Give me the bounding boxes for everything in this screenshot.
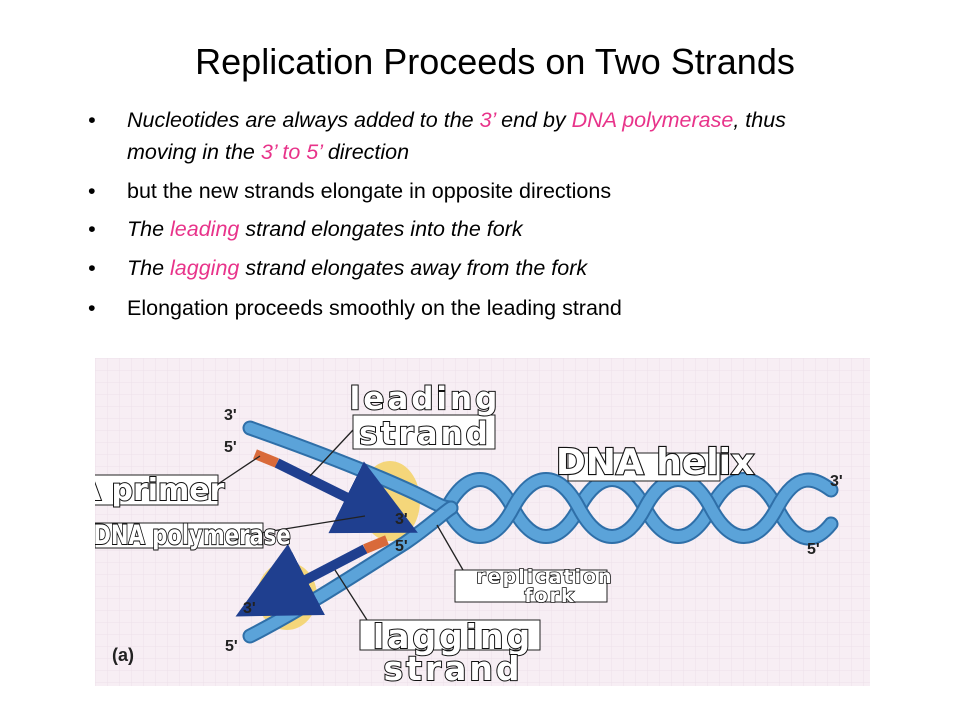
bullet-text: The <box>127 217 171 241</box>
label-strand: strand <box>359 416 491 452</box>
end-label-3prime: 3' <box>243 600 256 617</box>
end-label-5prime: 5' <box>395 538 408 555</box>
bullet-text: direction <box>321 140 410 164</box>
bullet-highlight: leading <box>170 217 240 241</box>
strand-end-labels: 3' 5' 3' 5' 3' 5' 3' 5' (a) <box>112 407 843 665</box>
end-label-3prime: 3' <box>830 473 843 490</box>
callout-replication-fork: replication fork <box>454 565 613 608</box>
callout-leading-strand: leading strand <box>349 380 501 453</box>
lagging-new-strand <box>235 544 368 617</box>
label-fork: fork <box>524 585 575 607</box>
callout-lagging-strand: lagging strand <box>359 616 541 686</box>
bullet-list: Nucleotides are always added to the 3’ e… <box>88 104 848 324</box>
bullet-text: strand elongates away from the fork <box>239 256 588 280</box>
label-dna-helix: DNA helix <box>556 442 754 483</box>
bullet-text: The <box>127 256 171 280</box>
callout-box <box>454 569 608 603</box>
bullet-highlight: 3’ <box>479 108 496 132</box>
label-dna-polymerase: DNA polymerase <box>95 520 291 551</box>
bullet-text: , thus moving in the <box>127 108 786 164</box>
label-lagging: lagging <box>373 617 533 656</box>
bullet-text: strand elongates into the fork <box>239 217 523 241</box>
helix-strand-b <box>441 474 837 542</box>
label-pointers <box>214 429 464 621</box>
callout-box <box>95 474 219 506</box>
panel-label: (a) <box>112 645 134 665</box>
label-strand: strand <box>383 649 522 686</box>
rna-primer-leading <box>253 449 279 468</box>
end-label-5prime: 5' <box>225 638 238 655</box>
callout-box <box>567 452 721 482</box>
end-label-5prime: 5' <box>807 541 820 558</box>
bullet-highlight: DNA polymerase <box>571 108 734 132</box>
dna-helix <box>439 472 839 546</box>
pointer-lagging <box>334 569 368 621</box>
callout-rna-primer: RNA primer <box>95 472 226 509</box>
pointer-fork <box>436 524 464 571</box>
bullet-highlight: lagging <box>170 256 240 280</box>
end-label-3prime: 3' <box>395 511 408 528</box>
end-label-3prime: 3' <box>224 407 237 424</box>
callout-box <box>352 414 496 450</box>
bullet-item: The lagging strand elongates away from t… <box>88 252 848 284</box>
callout-dna-helix: DNA helix <box>555 441 756 484</box>
bullet-item: Elongation proceeds smoothly on the lead… <box>88 292 848 324</box>
pointer-polymerase <box>259 515 366 534</box>
leading-new-strand <box>274 458 418 534</box>
callout-box <box>359 619 541 651</box>
end-label-5prime: 5' <box>224 439 237 456</box>
label-leading: leading <box>350 381 501 417</box>
bullet-text: Elongation proceeds smoothly on the lead… <box>127 296 622 320</box>
bullet-text: Nucleotides are always added to the <box>127 108 480 132</box>
label-replication: replication <box>476 566 613 588</box>
replication-diagram: 3' 5' 3' 5' 3' 5' 3' 5' (a) leading stra… <box>95 358 870 686</box>
rna-primer-lagging <box>363 535 389 554</box>
pointer-primer <box>214 455 261 487</box>
callout-box <box>95 522 264 549</box>
bullet-item: The leading strand elongates into the fo… <box>88 213 848 245</box>
callout-dna-polymerase: DNA polymerase <box>95 519 292 552</box>
bullet-text: but the new strands elongate in opposite… <box>127 179 612 203</box>
label-rna-primer: RNA primer <box>95 473 225 508</box>
bullet-item: Nucleotides are always added to the 3’ e… <box>88 104 848 168</box>
bullet-item: but the new strands elongate in opposite… <box>88 175 848 207</box>
pointer-leading <box>309 429 354 477</box>
bullet-highlight: 3’ to 5’ <box>260 140 322 164</box>
bullet-text: end by <box>495 108 572 132</box>
slide-title: Replication Proceeds on Two Strands <box>195 41 795 82</box>
replication-fork-figure: 3' 5' 3' 5' 3' 5' 3' 5' (a) leading stra… <box>95 358 870 686</box>
